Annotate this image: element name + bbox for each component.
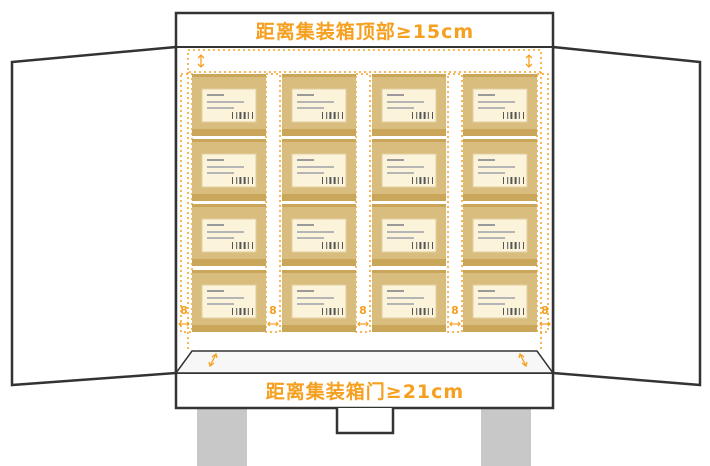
cargo-box (463, 74, 537, 136)
cargo-box (372, 74, 446, 136)
right-leg (481, 409, 531, 466)
gap-value-2: 8 (269, 304, 277, 317)
clearance-outline (180, 49, 549, 349)
cargo-box (372, 204, 446, 266)
right-door (551, 45, 702, 387)
cargo-box (372, 139, 446, 201)
gap-value-4: 8 (451, 304, 459, 317)
gap-value-3: 8 (359, 304, 367, 317)
top-clearance-label: 距离集装箱顶部≥15cm (255, 21, 475, 43)
cargo-box (282, 270, 356, 332)
cargo-box (282, 74, 356, 136)
cargo-box (282, 204, 356, 266)
cargo-box (192, 204, 266, 266)
cargo-box (372, 270, 446, 332)
cargo-box (192, 74, 266, 136)
cargo-box (192, 270, 266, 332)
floor-plane (174, 350, 555, 374)
cargo-box (282, 139, 356, 201)
cargo-box (463, 204, 537, 266)
cargo-box (463, 270, 537, 332)
left-leg (197, 409, 247, 466)
cargo-boxes (192, 74, 537, 332)
side-gap-arrows (178, 321, 551, 327)
container-handle (335, 408, 395, 435)
door-clearance-label: 距离集装箱门≥21cm (265, 381, 465, 403)
top-gap-arrows (197, 54, 533, 68)
cargo-box (192, 139, 266, 201)
gap-value-1: 8 (180, 304, 188, 317)
left-door (10, 45, 178, 387)
cargo-box (463, 139, 537, 201)
floor-gap-arrows (208, 352, 528, 368)
gap-value-5: 8 (541, 304, 549, 317)
